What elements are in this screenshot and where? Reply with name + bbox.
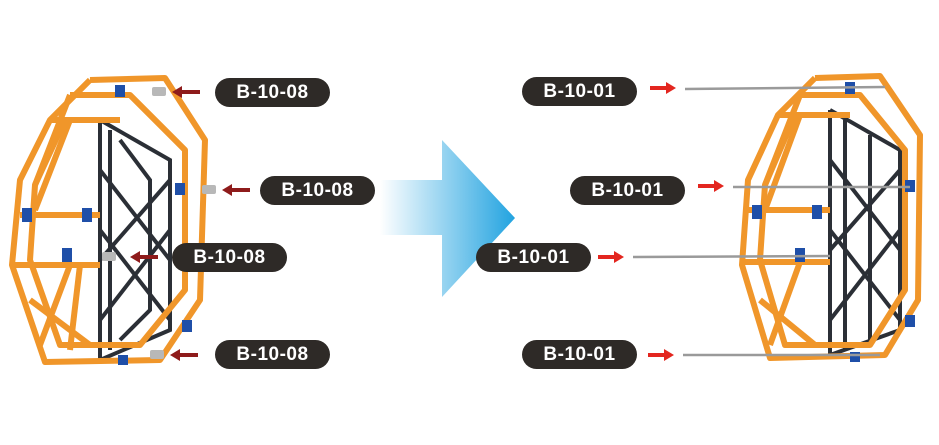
- transition-arrow: [380, 140, 515, 297]
- left-frame-structure: [9, 75, 250, 365]
- pin-icon: [202, 185, 216, 194]
- pin-icon: [102, 252, 116, 261]
- right-frame-structure: [598, 73, 923, 362]
- rod-icon: [632, 254, 831, 259]
- arrow-left-icon: [170, 349, 198, 361]
- part-label-left-1: B-10-08: [215, 78, 330, 107]
- part-label-right-2: B-10-01: [570, 176, 685, 205]
- part-label-right-1: B-10-01: [522, 77, 637, 106]
- part-label-right-4: B-10-01: [522, 340, 637, 369]
- arrow-right-icon: [598, 251, 624, 263]
- arrow-right-icon: [650, 82, 676, 94]
- part-label-left-2: B-10-08: [260, 176, 375, 205]
- rod-icon: [684, 85, 886, 91]
- part-label-left-3: B-10-08: [172, 243, 287, 272]
- arrow-right-icon: [698, 180, 724, 192]
- part-label-left-4: B-10-08: [215, 340, 330, 369]
- pin-icon: [150, 350, 164, 359]
- arrow-left-icon: [172, 86, 200, 98]
- part-label-right-3: B-10-01: [476, 243, 591, 272]
- arrow-left-icon: [222, 184, 250, 196]
- arrow-left-icon: [130, 251, 158, 263]
- pin-icon: [152, 87, 166, 96]
- arrow-right-icon: [648, 349, 674, 361]
